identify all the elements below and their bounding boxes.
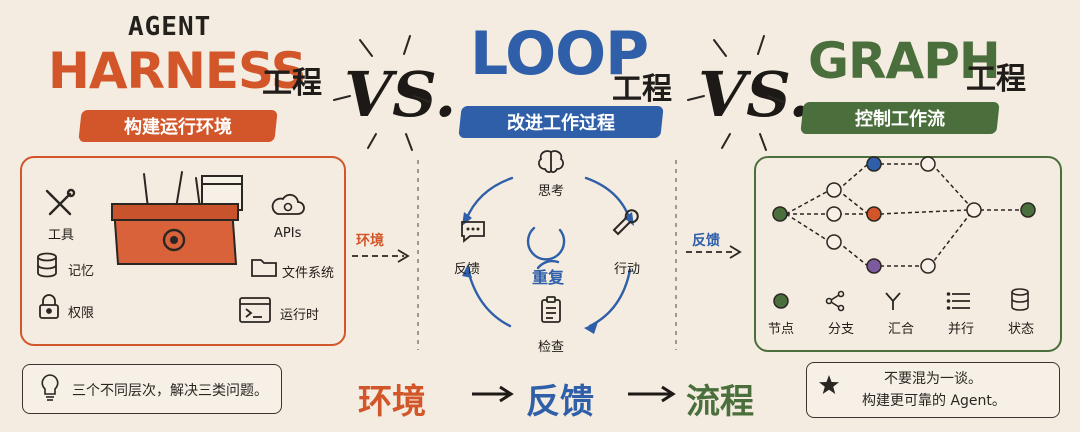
harness-title: HARNESS [48, 42, 307, 100]
loop-title-cn: 工程 [612, 72, 672, 107]
toolbox-icon [111, 171, 243, 265]
flow-feedback: 反馈 [526, 382, 594, 422]
flow-env: 环境 [358, 382, 426, 422]
legend-node-label: 节点 [768, 322, 795, 337]
agent-title-small: AGENT [128, 12, 212, 42]
bottom-left-note [22, 364, 282, 414]
cloud-icon [271, 193, 305, 215]
harness-title-cn: 工程 [262, 66, 322, 101]
state-icon [1011, 288, 1029, 311]
legend-parallel-label: 并行 [948, 322, 975, 337]
merge-icon [885, 292, 901, 310]
feedback-label: 反馈 [454, 262, 481, 277]
legend-merge-label: 汇合 [888, 322, 915, 337]
graph-panel [754, 156, 1062, 352]
flow-arrow-1 [472, 385, 514, 403]
brain-icon [538, 150, 564, 174]
flow-process: 流程 [686, 382, 754, 422]
apis-label: APIs [274, 226, 302, 241]
node-icon [773, 293, 789, 309]
bottom-right-note-line1: 不要混为一谈。 [884, 371, 982, 387]
lock-icon [39, 294, 59, 319]
harness-panel [20, 156, 346, 346]
memory-icon [37, 252, 57, 278]
tools-label: 工具 [48, 228, 75, 243]
tools-icon [45, 188, 76, 216]
repeat-label: 重复 [532, 268, 565, 287]
graph-title: GRAPH [808, 32, 1001, 90]
chat-icon [461, 221, 485, 243]
check-label: 检查 [538, 340, 565, 355]
filesystem-label: 文件系统 [282, 266, 335, 281]
runtime-label: 运行时 [280, 308, 320, 323]
star-icon [819, 375, 839, 394]
loop-diagram [462, 176, 634, 334]
graph-title-cn: 工程 [966, 62, 1026, 97]
terminal-icon [239, 297, 271, 323]
lightbulb-icon [41, 374, 59, 401]
flow-arrow-2 [628, 385, 676, 403]
clipboard-icon [541, 296, 561, 323]
arrow-env-label: 环境 [356, 233, 384, 249]
branch-icon [825, 290, 845, 312]
folder-icon [251, 259, 277, 277]
act-label: 行动 [614, 262, 641, 277]
loop-title: LOOP [470, 19, 649, 89]
wrench-icon [612, 209, 639, 236]
legend-state-label: 状态 [1008, 322, 1035, 337]
think-label: 思考 [538, 184, 565, 199]
parallel-icon [946, 292, 970, 310]
vs-1: VS. [344, 58, 457, 131]
memory-label: 记忆 [68, 264, 95, 279]
legend-branch-label: 分支 [828, 322, 855, 337]
bottom-right-note [806, 362, 1060, 418]
bottom-right-note-line2: 构建更可靠的 Agent。 [862, 393, 1006, 409]
permissions-label: 权限 [68, 306, 95, 321]
arrow-feedback-label: 反馈 [692, 233, 720, 249]
graph-diagram [772, 156, 1036, 274]
bottom-left-note-text: 三个不同层次，解决三类问题。 [72, 383, 268, 399]
vs-2: VS. [698, 58, 811, 131]
